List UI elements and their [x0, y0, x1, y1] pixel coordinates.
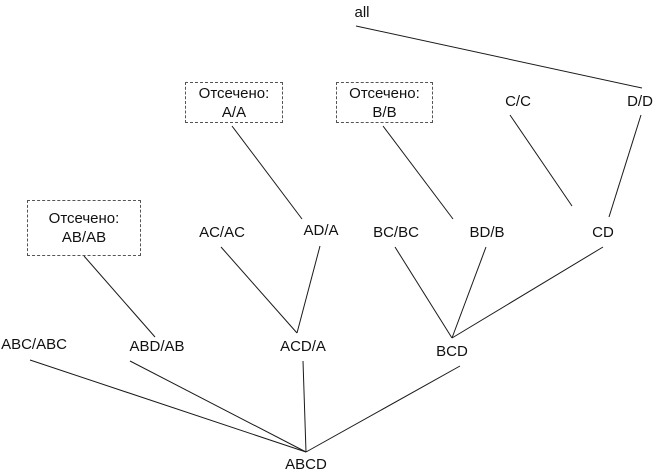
node-acd: ACD/A — [280, 338, 326, 355]
edge-bcd-abcd — [305, 365, 461, 453]
edge-bd-bcd — [451, 246, 487, 339]
node-ac: AC/AC — [199, 224, 245, 241]
pruned-label: Отсечено: — [48, 210, 120, 227]
edge-abd-abcd — [129, 360, 307, 453]
edge-ad-acd — [296, 245, 321, 334]
node-b: B/B — [372, 103, 397, 121]
edge-abc-abcd — [29, 359, 307, 453]
node-c: C/C — [505, 93, 531, 110]
node-ad: AD/A — [303, 222, 339, 239]
node-bd: BD/B — [469, 224, 505, 241]
node-bcd: BCD — [436, 343, 468, 360]
edge-all-d — [355, 25, 643, 89]
edge-pruned-a-ad — [231, 125, 303, 220]
node-abc: ABC/ABC — [1, 336, 67, 353]
pruned-label: Отсечено: — [198, 84, 270, 102]
edge-bc-bcd — [394, 246, 453, 339]
edge-pruned-b-bd — [382, 125, 454, 220]
pruned-node-b: Отсечено: B/B — [336, 82, 433, 123]
node-bc: BC/BC — [373, 224, 419, 241]
node-a: A/A — [221, 103, 247, 121]
edge-cd-bcd — [451, 246, 604, 339]
edge-acd-abcd — [302, 360, 307, 453]
node-all: all — [354, 4, 370, 21]
node-cd: CD — [592, 224, 614, 241]
edge-c-cd — [509, 114, 573, 207]
node-d: D/D — [627, 93, 653, 110]
pruned-label: Отсечено: — [349, 84, 420, 102]
edge-ac-acd — [220, 246, 298, 334]
edge-pruned-ab-abd — [83, 255, 156, 338]
node-abd: ABD/AB — [129, 338, 185, 355]
edge-d-cd — [608, 114, 642, 218]
pruned-node-ab: Отсечено: AB/AB — [27, 200, 141, 256]
node-abcd: ABCD — [285, 456, 327, 473]
node-ab: AB/AB — [61, 229, 107, 246]
pruned-node-a: Отсечено: A/A — [185, 82, 283, 123]
